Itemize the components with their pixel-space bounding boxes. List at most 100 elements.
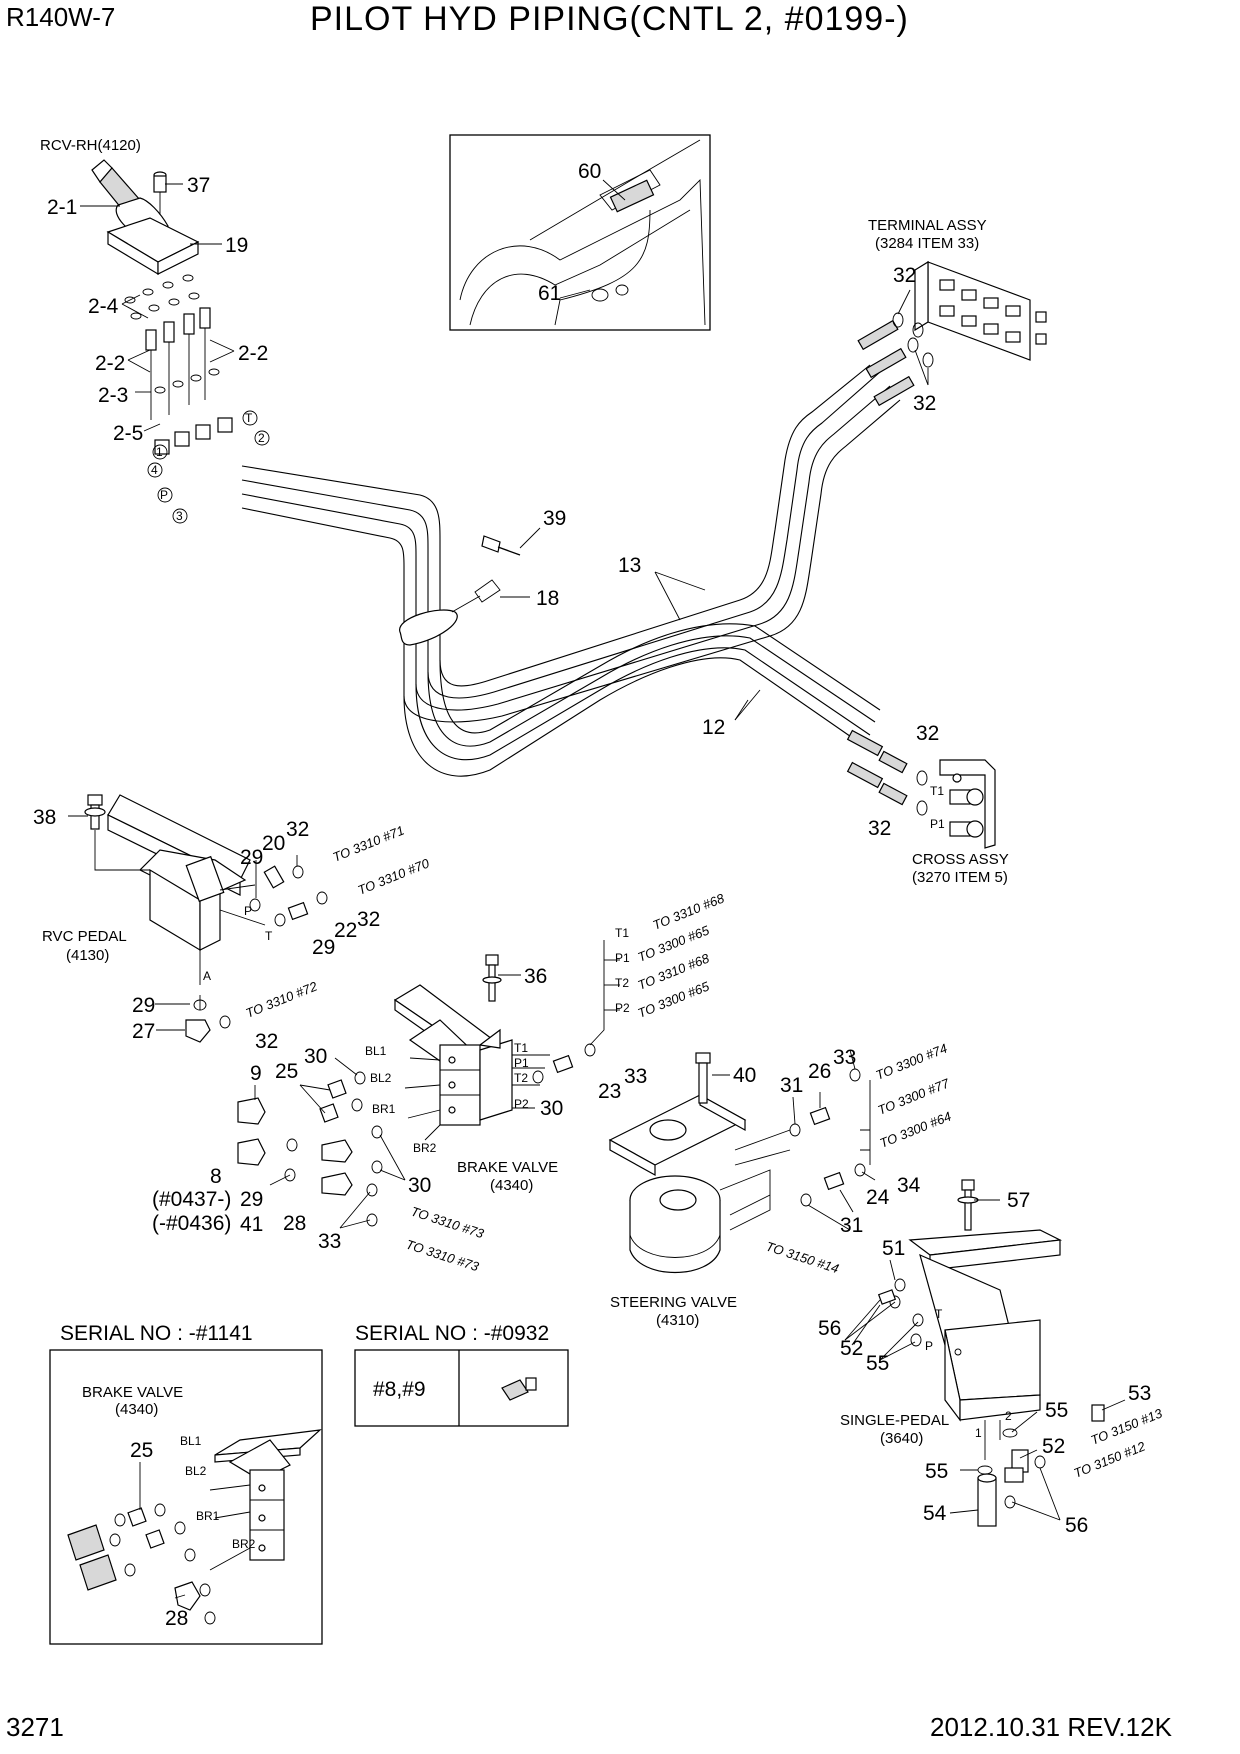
callout-13: 13 <box>618 554 641 577</box>
cross-port-P1: P1 <box>930 817 945 831</box>
callout-26: 26 <box>808 1060 831 1083</box>
pedal-port-T: T <box>265 929 273 943</box>
steering-valve <box>608 1093 771 1274</box>
callout-39: 39 <box>543 507 566 530</box>
terminal-assy-ref: (3284 ITEM 33) <box>875 235 979 252</box>
inset-brake-valve-ref: (4340) <box>115 1401 158 1418</box>
inset-brake-valve-caption: BRAKE VALVE <box>82 1384 183 1401</box>
callout-29-a: 29 <box>240 846 263 869</box>
callout-22: 22 <box>334 919 357 942</box>
leader-lines <box>68 179 1126 1599</box>
single-pedal-ref: (3640) <box>880 1430 923 1447</box>
callout-33-c: 33 <box>833 1046 856 1069</box>
callout-55-a: 55 <box>866 1352 889 1375</box>
ladder-P2: P2 <box>615 1001 630 1015</box>
page-number: 3271 <box>6 1712 64 1742</box>
terminal-assy <box>914 260 1047 361</box>
callout-34: 34 <box>897 1174 921 1197</box>
cab-inset-frame <box>449 134 711 331</box>
callout-32-terminal-bottom: 32 <box>913 392 936 415</box>
joystick-fittings <box>124 274 270 524</box>
callout-23: 23 <box>598 1080 621 1103</box>
hose-ends-cross <box>846 729 908 806</box>
rvc-pedal-caption: RVC PEDAL <box>42 928 127 945</box>
callout-24: 24 <box>866 1186 890 1209</box>
single-port-1: 1 <box>975 1426 982 1440</box>
callout-51: 51 <box>882 1237 905 1260</box>
callout-29-b: 29 <box>312 936 335 959</box>
callout-serial-0436: (-#0436) <box>152 1212 231 1235</box>
brake-leader-lines <box>404 1054 550 1141</box>
brake-port-BL1: BL1 <box>365 1044 387 1058</box>
rvc-pedal-ref: (4130) <box>66 947 109 964</box>
brake-valve-caption: BRAKE VALVE <box>457 1159 558 1176</box>
port-label-3: 3 <box>176 509 183 523</box>
page-title: PILOT HYD PIPING(CNTL 2, #0199-) <box>310 0 909 38</box>
callout-31-a: 31 <box>780 1074 803 1097</box>
callout-32-pedal-b: 32 <box>357 908 380 931</box>
callout-32-cross-top: 32 <box>916 722 939 745</box>
bolt-36 <box>482 954 502 1002</box>
port-label-T: T <box>245 411 253 425</box>
callout-2-5: 2-5 <box>113 422 143 445</box>
to-3300-64: TO 3300 #64 <box>878 1109 954 1151</box>
single-port-P: P <box>925 1339 933 1353</box>
callout-29-d: 29 <box>240 1188 263 1211</box>
callout-2-4: 2-4 <box>88 295 119 318</box>
callout-37: 37 <box>187 174 210 197</box>
callout-54: 54 <box>923 1502 947 1525</box>
callout-serial-0437: (#0437-) <box>152 1188 231 1211</box>
callout-36: 36 <box>524 965 547 988</box>
single-port-T: T <box>935 1307 943 1321</box>
to-3310-70: TO 3310 #70 <box>356 855 432 898</box>
bolt-38 <box>84 794 106 830</box>
cross-port-T1: T1 <box>930 784 944 798</box>
callout-12: 12 <box>702 716 725 739</box>
rcv-rh-caption: RCV-RH(4120) <box>40 137 141 154</box>
port-ladder <box>532 940 620 1084</box>
inset-port-BR1: BR1 <box>196 1509 220 1523</box>
callout-55-b: 55 <box>1045 1399 1068 1422</box>
callout-25-inset: 25 <box>130 1439 153 1462</box>
ladder-T2: T2 <box>615 976 629 990</box>
hose-ends-terminal <box>857 319 915 407</box>
brake-port-BR1: BR1 <box>372 1102 396 1116</box>
callout-2-2-left: 2-2 <box>95 352 125 375</box>
callout-38: 38 <box>33 806 56 829</box>
bolt-39 <box>481 535 521 556</box>
callout-55-c: 55 <box>925 1460 948 1483</box>
to-3150-12: TO 3150 #12 <box>1072 1438 1148 1481</box>
serial-note-0932: SERIAL NO : -#0932 <box>355 1322 549 1345</box>
callout-30-a: 30 <box>304 1045 327 1068</box>
serial-note-1141: SERIAL NO : -#1141 <box>60 1322 253 1345</box>
to-3310-71: TO 3310 #71 <box>331 823 407 865</box>
single-port-2: 2 <box>1005 1409 1012 1423</box>
to-3150-14: TO 3150 #14 <box>764 1239 841 1277</box>
bolt-40 <box>695 1052 711 1104</box>
to-3310-72: TO 3310 #72 <box>244 978 320 1021</box>
rvc-pedal <box>94 794 266 1010</box>
inset-brake-valve <box>67 1429 322 1625</box>
port-label-4: 4 <box>151 463 158 477</box>
callout-56-a: 56 <box>818 1317 841 1340</box>
serial-table-part-icon <box>501 1377 537 1401</box>
callout-29-c: 29 <box>132 994 155 1017</box>
callout-52-a: 52 <box>840 1337 863 1360</box>
pipe-bundle-13 <box>241 364 901 723</box>
steering-valve-caption: STEERING VALVE <box>610 1294 737 1311</box>
pedal-port-P: P <box>244 904 252 918</box>
port-label-1: 1 <box>156 445 163 459</box>
rcv-rh-joystick <box>91 159 200 276</box>
callout-52-b: 52 <box>1042 1435 1065 1458</box>
port-label-P: P <box>160 488 168 502</box>
steering-valve-ref: (4310) <box>656 1312 699 1329</box>
terminal-orings <box>892 312 934 368</box>
callout-2-3: 2-3 <box>98 384 128 407</box>
callout-33-b: 33 <box>318 1230 341 1253</box>
callout-2-1: 2-1 <box>47 196 77 219</box>
callout-32-cross-bottom: 32 <box>868 817 891 840</box>
ladder-P1: P1 <box>615 951 630 965</box>
callout-25: 25 <box>275 1060 298 1083</box>
serial-table <box>354 1349 569 1427</box>
